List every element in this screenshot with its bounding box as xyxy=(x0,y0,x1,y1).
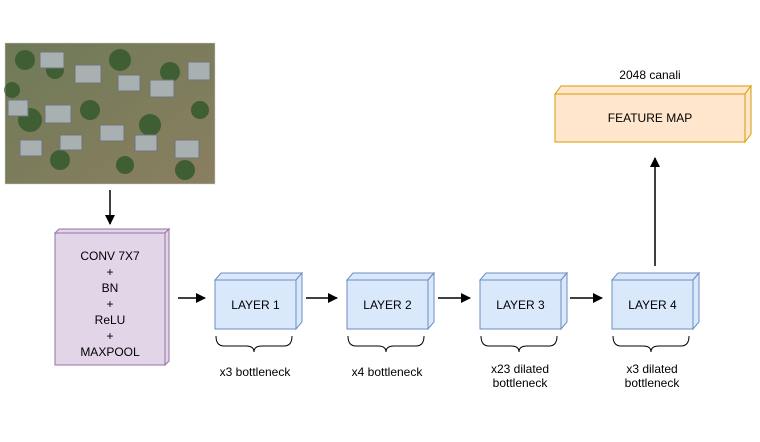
layer-3-caption-line-2: bottleneck xyxy=(492,376,548,390)
layer-1-caption-line-1: x3 bottleneck xyxy=(219,365,291,379)
layer-box-4 xyxy=(610,271,701,331)
layer-3-caption-line-1: x23 dilated xyxy=(490,362,550,376)
brace-layer-2 xyxy=(347,335,425,353)
stem-line-6: + xyxy=(106,329,114,343)
layer-box-3 xyxy=(478,271,569,331)
layer-box-1 xyxy=(213,271,304,331)
feature-map-caption: 2048 canali xyxy=(619,68,681,82)
stem-line-3: BN xyxy=(101,281,119,295)
stem-block-text: CONV 7X7 + BN + ReLU + MAXPOOL xyxy=(55,248,165,360)
feature-map-box xyxy=(554,84,752,144)
layer-3-caption: x23 dilated bottleneck xyxy=(465,362,575,390)
input-aerial-image xyxy=(4,42,216,185)
layer-2-label: LAYER 2 xyxy=(363,298,412,312)
layer-box-2 xyxy=(345,271,436,331)
layer-2-caption: x4 bottleneck xyxy=(332,365,442,379)
stem-line-1: CONV 7X7 xyxy=(80,249,140,263)
layer-1-caption: x3 bottleneck xyxy=(200,365,310,379)
brace-layer-3 xyxy=(480,335,558,353)
layer-4-caption-line-1: x3 dilated xyxy=(626,362,678,376)
stem-line-7: MAXPOOL xyxy=(80,345,140,359)
stem-line-5: ReLU xyxy=(94,313,126,327)
brace-layer-1 xyxy=(215,335,293,353)
layer-4-caption-line-2: bottleneck xyxy=(624,376,680,390)
layer-4-label: LAYER 4 xyxy=(628,298,677,312)
layer-3-label: LAYER 3 xyxy=(496,298,545,312)
stem-line-2: + xyxy=(106,265,114,279)
layer-1-label: LAYER 1 xyxy=(231,298,280,312)
stem-line-4: + xyxy=(106,297,114,311)
layer-2-caption-line-1: x4 bottleneck xyxy=(351,365,423,379)
feature-map-label: FEATURE MAP xyxy=(607,111,693,125)
layer-4-caption: x3 dilated bottleneck xyxy=(597,362,707,390)
stem-block xyxy=(53,227,171,367)
brace-layer-4 xyxy=(612,335,690,353)
